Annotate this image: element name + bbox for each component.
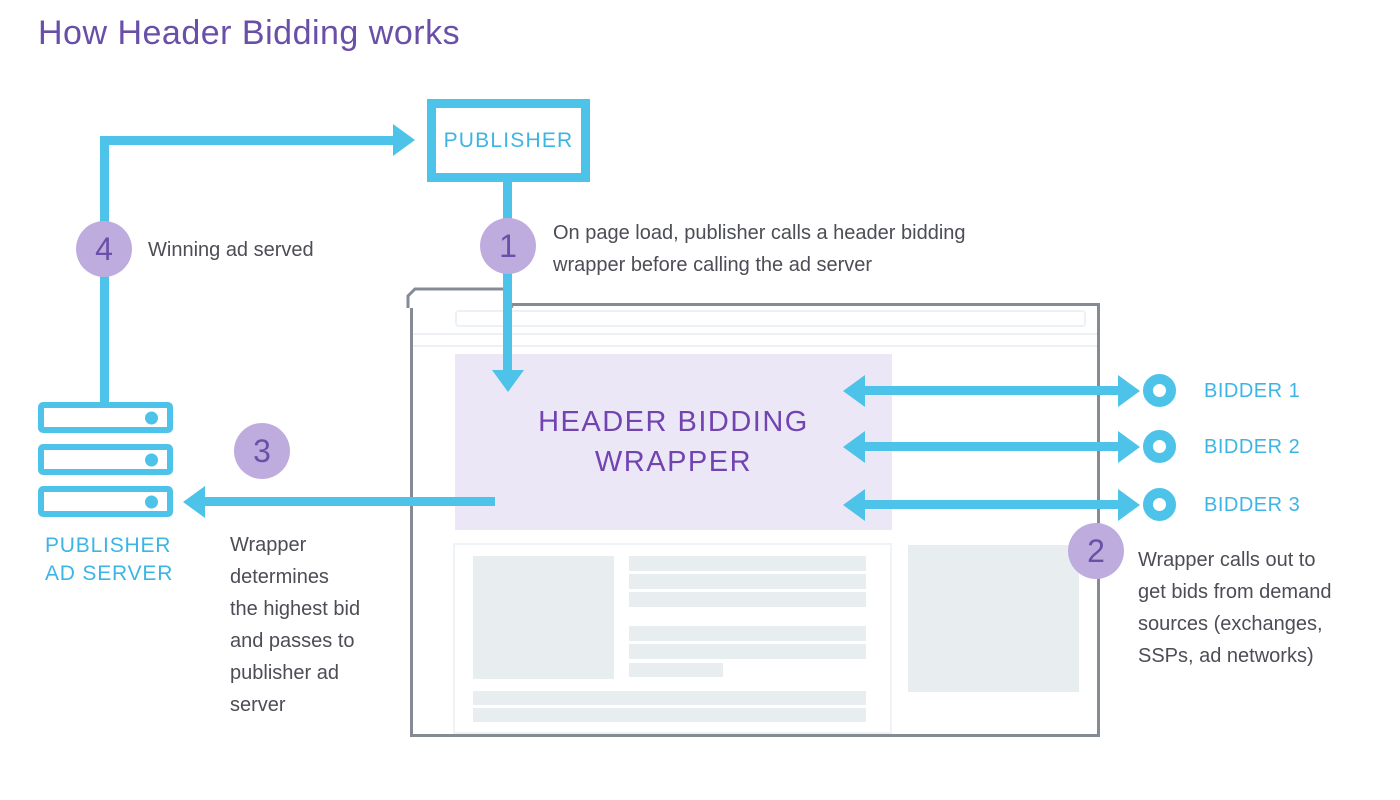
step-2-number: 2 — [1087, 532, 1105, 569]
browser-tab — [406, 287, 514, 308]
server-icon — [38, 444, 173, 475]
server-led-icon — [145, 495, 158, 508]
bidder-icon — [1143, 488, 1176, 521]
arrowhead-right-icon — [1118, 375, 1140, 407]
step-3-badge: 3 — [234, 423, 290, 479]
text-placeholder — [629, 556, 866, 571]
step-2-badge: 2 — [1068, 523, 1124, 579]
publisher-ad-server-label: PUBLISHER AD SERVER — [45, 534, 174, 585]
step-4-number: 4 — [95, 230, 113, 267]
server-icon — [38, 486, 173, 517]
text-placeholder — [473, 708, 866, 722]
arrowhead-left-icon — [843, 489, 865, 521]
step-2-description: Wrapper calls out to get bids from deman… — [1138, 549, 1332, 667]
browser-chrome-divider — [413, 333, 1097, 335]
header-bidding-wrapper-box: HEADER BIDDING WRAPPER — [455, 354, 892, 530]
arrowhead-left-icon — [183, 486, 205, 518]
step-1-number: 1 — [499, 227, 517, 264]
arrowhead-down-icon — [492, 370, 524, 392]
arrow-wrapper-to-adserver — [205, 497, 495, 506]
arrow-wrapper-bidder-3 — [860, 500, 1120, 509]
arrow-wrapper-bidder-1 — [860, 386, 1120, 395]
bidder-label: BIDDER 3 — [1204, 494, 1301, 516]
text-placeholder — [629, 592, 866, 607]
arrow-wrapper-bidder-2 — [860, 442, 1120, 451]
bidder-icon — [1143, 430, 1176, 463]
text-placeholder — [629, 574, 866, 589]
page-title: How Header Bidding works — [38, 14, 461, 52]
arrowhead-left-icon — [843, 431, 865, 463]
arrowhead-right-icon — [393, 124, 415, 156]
arrowhead-left-icon — [843, 375, 865, 407]
text-placeholder — [473, 691, 866, 705]
arrowhead-right-icon — [1118, 431, 1140, 463]
publisher-box: PUBLISHER — [427, 99, 590, 182]
bidder-icon — [1143, 374, 1176, 407]
publisher-label: PUBLISHER — [443, 128, 574, 152]
step-1-description: On page load, publisher calls a header b… — [553, 222, 966, 276]
step-4-description: Winning ad served — [148, 239, 314, 261]
text-placeholder — [629, 626, 866, 641]
bidder-label: BIDDER 2 — [1204, 436, 1301, 458]
text-placeholder — [629, 644, 866, 659]
step-4-badge: 4 — [76, 221, 132, 277]
server-led-icon — [145, 453, 158, 466]
arrow-adserver-to-publisher — [100, 136, 395, 145]
browser-chrome-divider — [413, 345, 1097, 347]
bidder-label: BIDDER 1 — [1204, 380, 1301, 402]
arrow-publisher-to-wrapper — [503, 182, 512, 370]
step-1-badge: 1 — [480, 218, 536, 274]
image-placeholder — [473, 556, 614, 679]
server-icon — [38, 402, 173, 433]
sidebar-ad-placeholder — [908, 545, 1079, 692]
text-placeholder — [629, 663, 723, 677]
arrowhead-right-icon — [1118, 489, 1140, 521]
wrapper-label: HEADER BIDDING WRAPPER — [538, 406, 809, 478]
step-3-description: Wrapper determines the highest bid and p… — [230, 534, 361, 716]
step-3-number: 3 — [253, 432, 271, 469]
address-bar — [455, 310, 1086, 327]
server-led-icon — [145, 411, 158, 424]
